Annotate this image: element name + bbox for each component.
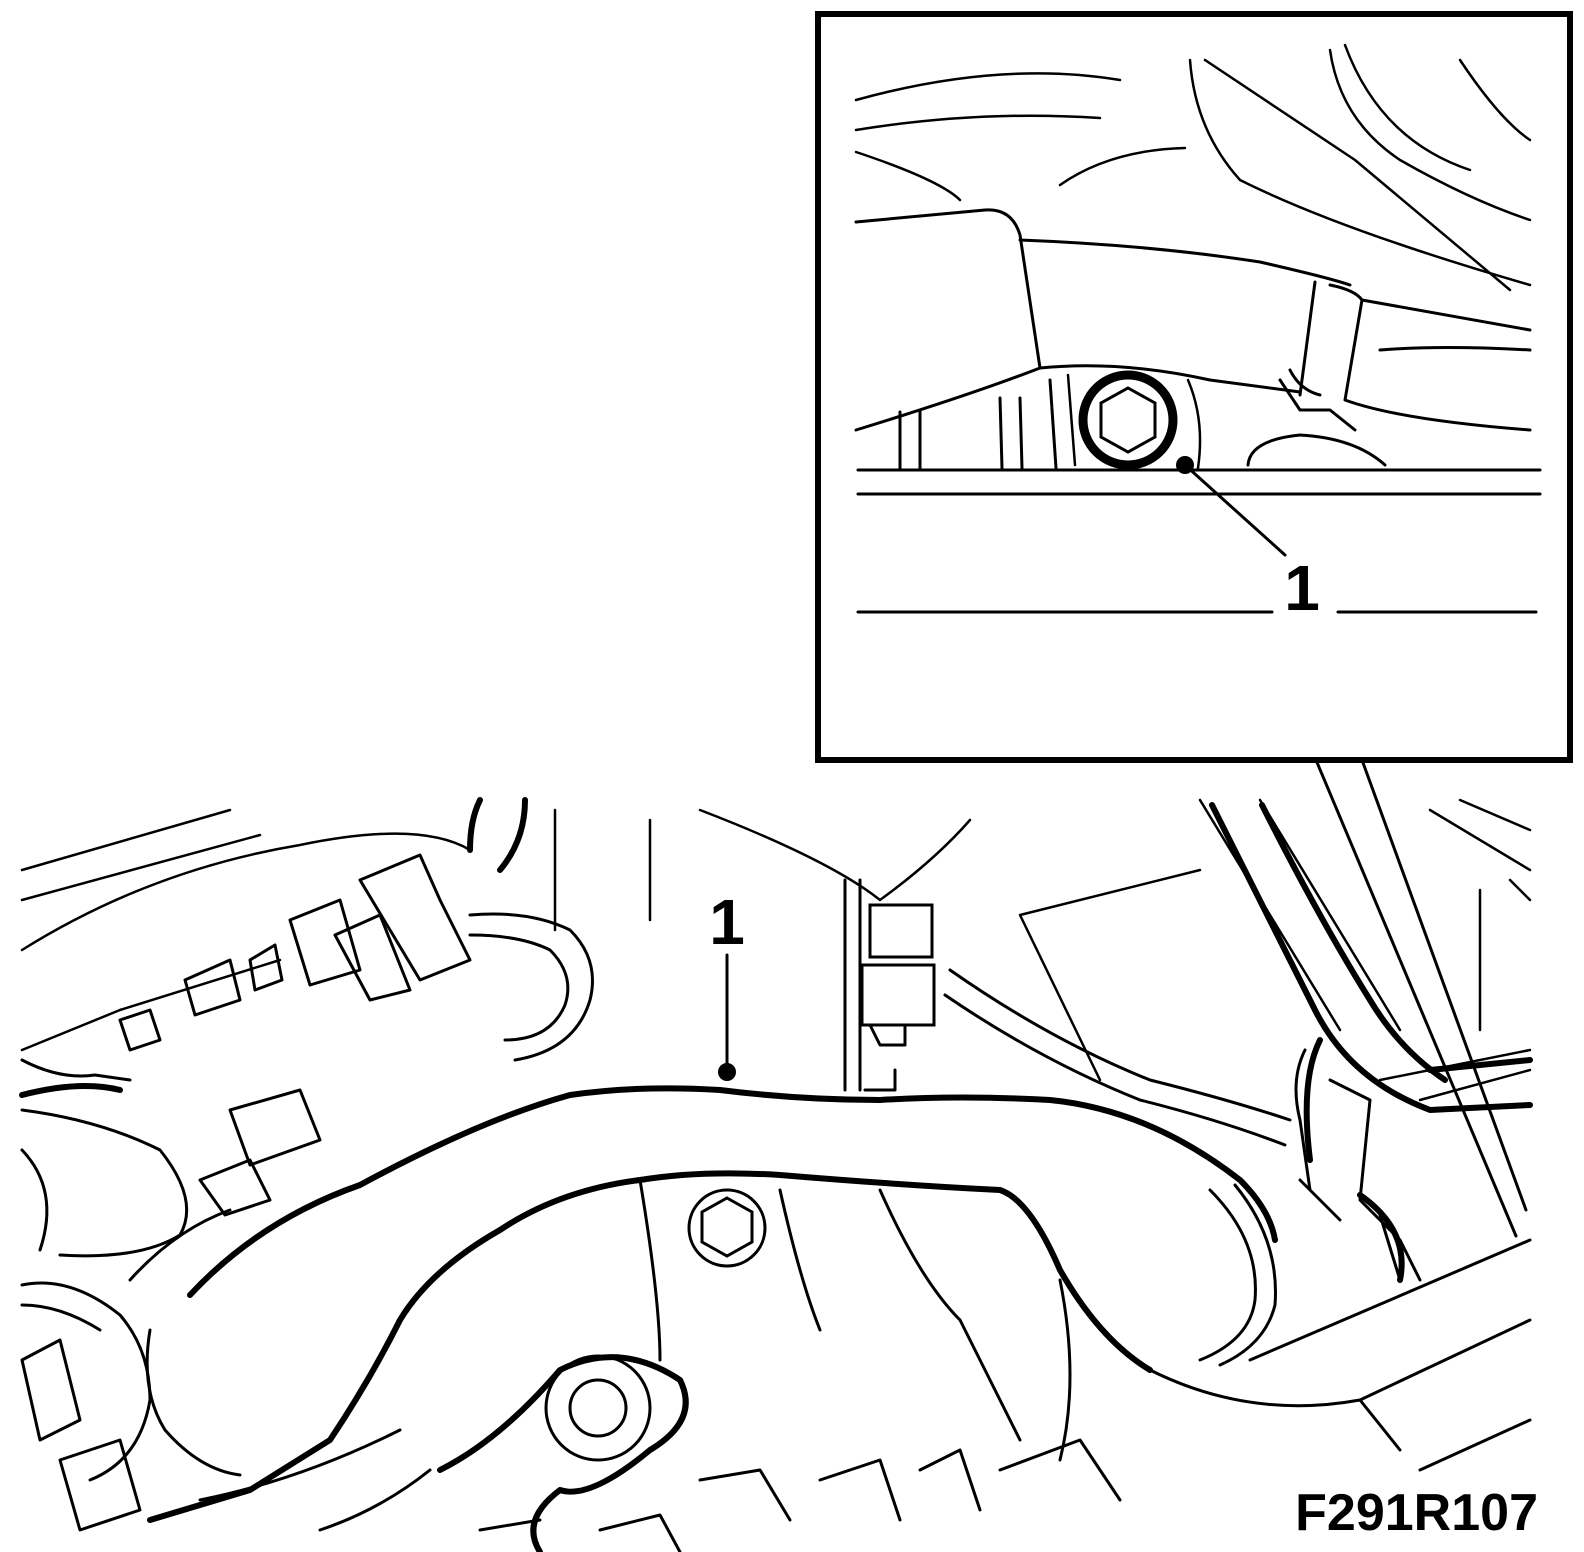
inset-callout-label: 1 — [1284, 552, 1320, 624]
main-hose-coupling — [1198, 1183, 1277, 1367]
main-curved-hose-top — [467, 797, 528, 873]
main-wiring-harness — [1209, 802, 1533, 1113]
main-loop-hose — [468, 912, 594, 1062]
inset-leader-line-left — [1314, 758, 1518, 1238]
inset-clip — [1246, 368, 1387, 467]
inset-callout-leader — [1183, 463, 1287, 557]
inset-strap-clamp — [1298, 280, 1532, 432]
main-callout-label: 1 — [709, 886, 745, 958]
inset-cover-curves — [854, 43, 1532, 292]
inset-housing — [856, 378, 1542, 614]
main-lower-components — [20, 1178, 1532, 1552]
main-view: 1 — [19, 797, 1533, 1552]
main-right-clamp — [1294, 1048, 1422, 1282]
inset-hose — [854, 208, 1352, 432]
inset-bolt — [1066, 370, 1202, 470]
main-left-connectors — [19, 853, 472, 1258]
main-right-tube — [943, 968, 1292, 1147]
inset-frame — [815, 11, 1573, 763]
main-vertical-tube — [843, 878, 897, 1092]
detail-inset: 1 — [815, 11, 1573, 1238]
figure-id: F291R107 — [1295, 1484, 1538, 1542]
main-callout: 1 — [709, 886, 745, 1081]
main-right-clamp-heavy — [1303, 1037, 1405, 1283]
main-bolt — [687, 1188, 767, 1268]
main-callout-dot — [718, 1063, 736, 1081]
main-hose-outline-thin — [128, 1208, 242, 1477]
main-intake-hose — [147, 1085, 1278, 1523]
inset-callout: 1 — [1176, 456, 1320, 624]
main-left-ring — [20, 1281, 152, 1482]
inset-leader-line-right — [1360, 758, 1528, 1212]
main-connector — [860, 903, 936, 1047]
